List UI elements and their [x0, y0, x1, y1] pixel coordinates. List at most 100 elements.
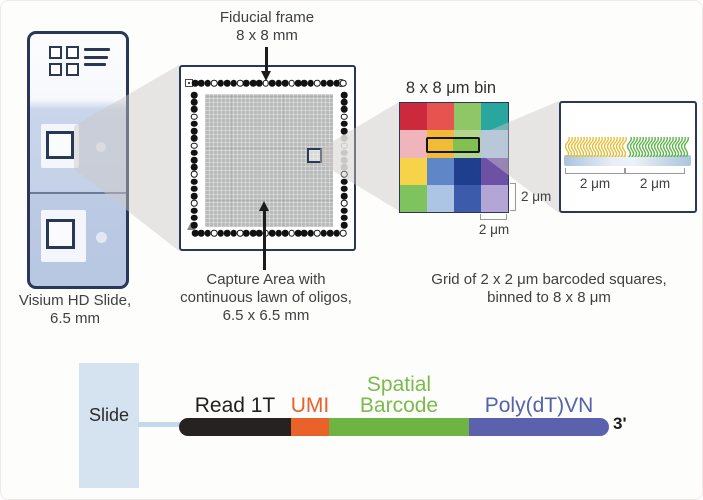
oligo-strand	[632, 137, 638, 157]
fiducial-dot	[211, 79, 218, 87]
fiducial-dot	[340, 200, 348, 207]
fiducial-dot	[190, 127, 198, 135]
oligo-strand	[609, 137, 615, 157]
fiducial-frame-box	[179, 65, 356, 251]
oligo-strand	[671, 137, 677, 157]
fiducial-dot	[340, 214, 348, 222]
grid-caption-line2: binned to 8 x 8 μm	[487, 289, 611, 306]
oligo-strand	[573, 137, 579, 157]
oligo-strand	[650, 137, 656, 157]
bin-highlight-right	[453, 139, 478, 151]
slide-surface-bar	[564, 155, 691, 166]
fiducial-dot	[190, 163, 198, 171]
construct-segment-umi	[291, 418, 329, 436]
construct-segment-spatial	[329, 418, 469, 436]
bin-source-square	[307, 148, 322, 163]
oligo-strand	[579, 137, 585, 157]
bin-cell	[454, 103, 481, 131]
oligo-strand	[644, 137, 650, 157]
fiducial-dot	[281, 229, 289, 237]
oligo-strand	[603, 137, 609, 157]
fiducial-dot	[340, 127, 348, 135]
construct-segment-poly-dt-vn	[469, 418, 609, 436]
bin-cell	[427, 157, 454, 185]
slide-dot	[96, 232, 107, 243]
fiducial-dot	[275, 229, 282, 237]
fiducial-dot	[313, 229, 321, 237]
fiducial-dot	[190, 149, 198, 157]
bin-cell	[400, 157, 427, 185]
fiducial-dot	[190, 98, 198, 106]
fiducial-dot	[340, 163, 348, 171]
construct-segment-read-1t	[179, 418, 291, 436]
construct-segment-label: Read 1T	[194, 394, 276, 417]
fiducial-dot	[340, 113, 348, 120]
oligo-strand	[647, 137, 653, 157]
bin-cell	[481, 157, 508, 185]
qr-square-icon	[66, 46, 79, 59]
fiducial-dot	[340, 171, 348, 178]
capture-caption-line1: Capture Area with	[206, 271, 326, 288]
fiducial-dot	[268, 79, 276, 87]
capture-area-square	[46, 219, 75, 249]
fiducial-dot	[301, 229, 308, 237]
fiducial-dot	[340, 207, 348, 214]
fiducial-dot	[190, 113, 198, 120]
bin-grid	[399, 102, 509, 213]
fiducial-dot	[340, 98, 348, 106]
construct-segment-label: UMI	[290, 394, 330, 417]
connector-line	[138, 422, 180, 427]
down-arrow-icon	[261, 71, 271, 81]
slide-caption: Visium HD Slide, 6.5 mm	[5, 292, 145, 328]
fiducial-dot	[307, 229, 315, 237]
qr-square-icon	[49, 63, 62, 76]
bin-highlight-rect	[426, 137, 480, 153]
oligo-strand	[582, 137, 588, 157]
oligo-strand	[567, 137, 573, 157]
fiducial-dot	[340, 156, 348, 164]
oligo-strand	[618, 137, 624, 157]
fiducial-dot	[281, 79, 289, 87]
oligo-strand	[662, 137, 668, 157]
bin-bottom-label: 2 μm	[478, 222, 510, 237]
fiducial-dot	[190, 156, 198, 164]
fiducial-dot	[190, 214, 198, 222]
oligo-strand	[591, 137, 597, 157]
fiducial-dot	[223, 79, 231, 87]
slide-section-divider	[30, 192, 126, 194]
oligo-strand	[668, 137, 674, 157]
oligo-strand	[683, 137, 689, 157]
oligo-strand	[659, 137, 665, 157]
fiducial-dot	[294, 79, 302, 87]
bin-cell	[481, 130, 508, 158]
fiducial-dot	[307, 79, 315, 87]
fiducial-title: Fiducial frame 8 x 8 mm	[187, 9, 347, 45]
qr-square-icon	[66, 63, 79, 76]
fiducial-dot	[249, 79, 257, 87]
capture-area-square	[46, 131, 74, 159]
fiducial-dot	[249, 229, 257, 237]
fiducial-dot	[256, 229, 263, 237]
fiducial-dot	[230, 79, 237, 87]
fiducial-dot	[190, 200, 198, 207]
oligo-strand	[570, 137, 576, 157]
oligo-strand	[674, 137, 680, 157]
oligo-strand	[612, 137, 618, 157]
fiducial-dot	[339, 229, 347, 237]
oligo-strand	[629, 137, 635, 157]
fiducial-dot	[190, 221, 198, 229]
fiducial-dot	[333, 79, 340, 87]
fiducial-dot	[190, 142, 198, 149]
oligo-strand	[588, 137, 594, 157]
oligo-left-label: 2 μm	[579, 176, 611, 191]
oligo-strands	[565, 137, 689, 157]
oligo-strand	[641, 137, 647, 157]
fiducial-dot	[333, 229, 340, 237]
slide-label: Slide	[88, 405, 130, 425]
oligo-strand	[677, 137, 683, 157]
oligo-strand	[600, 137, 606, 157]
fiducial-dot	[340, 185, 348, 193]
oligo-right-label: 2 μm	[639, 176, 671, 191]
fiducial-dot	[190, 178, 198, 185]
fiducial-dot	[190, 120, 198, 128]
